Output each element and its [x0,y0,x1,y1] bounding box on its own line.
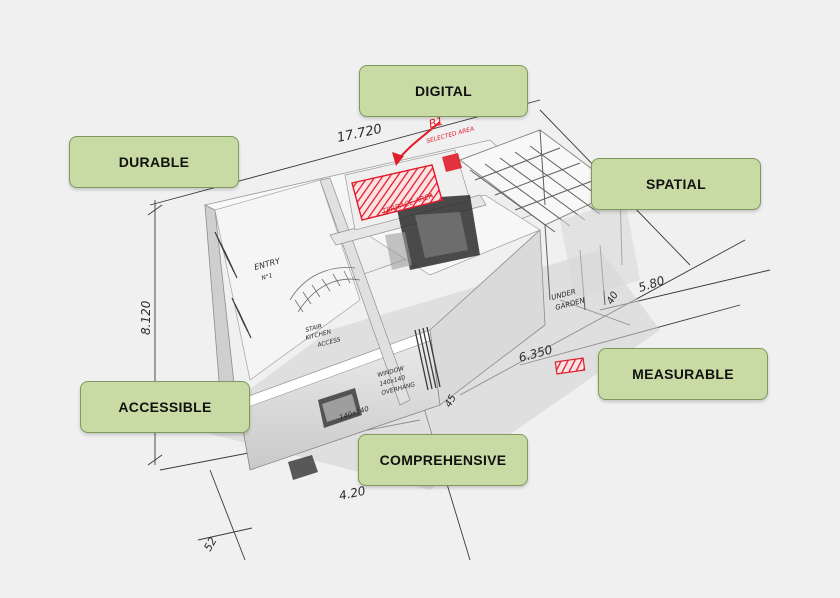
dimension-front-bottom: 4.20 [338,484,367,503]
dimension-width-right: 5.80 [637,273,667,295]
dimension-length-top: 17.720 [336,122,384,146]
dimension-corner-bottom: 52 [201,535,219,554]
label-digital: DIGITAL [359,65,528,117]
note-stair: STAIR [305,323,323,334]
label-accessible: ACCESSIBLE [80,381,250,433]
red-selected-area [351,121,586,375]
label-durable: DURABLE [69,136,239,188]
building-mass [204,139,561,480]
dimension-height-left: 8.120 [139,300,153,335]
label-comprehensive: COMPREHENSIVE [358,434,528,486]
note-red-top: B1 [427,115,444,131]
label-spatial: SPATIAL [591,158,761,210]
label-measurable: MEASURABLE [598,348,768,400]
note-entry-sub: N°1 [261,272,274,282]
